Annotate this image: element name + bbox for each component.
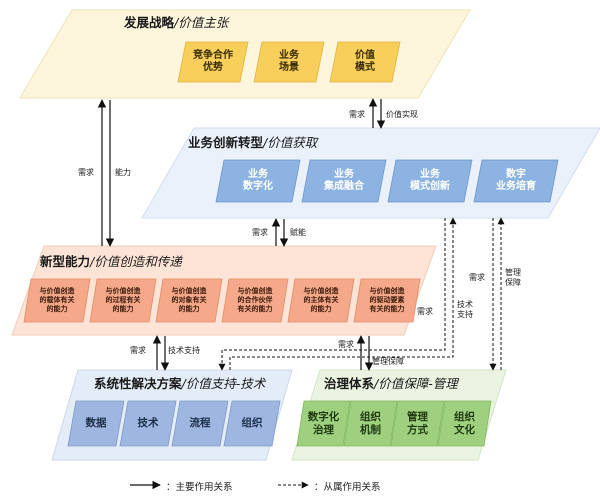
dashed-arrow-solution-tech-support: [229, 217, 457, 370]
label-mgmt-guarantee: 管理保障: [372, 357, 404, 366]
dashed-arrow-business-to-solution: [218, 218, 446, 371]
governance-box-org-mechanism[interactable]: [343, 400, 398, 447]
governance-box-digital-governance[interactable]: [296, 400, 351, 447]
label-demand-left: 需求: [78, 168, 94, 177]
business-box-model-innovation[interactable]: [387, 159, 473, 203]
solution-box-organization[interactable]: [223, 400, 281, 447]
label-demand-governance: 需求: [338, 340, 354, 349]
label-demand-solution: 需求: [130, 346, 146, 355]
solution-box-data[interactable]: [67, 400, 125, 447]
solution-layer-title: 系统性解决方案/价值支持-技术: [94, 376, 266, 391]
business-box-digitalization[interactable]: [215, 159, 301, 203]
capability-box-subject[interactable]: [287, 278, 355, 323]
governance-box-mgmt-style[interactable]: [390, 400, 445, 447]
capability-box-object[interactable]: [155, 278, 223, 323]
strategy-layer-title: 发展战略/价值主张: [124, 15, 229, 30]
label-mgmt-guarantee-split: 管理 保障: [505, 268, 521, 287]
business-box-digital-cultivation[interactable]: [473, 159, 559, 203]
label-demand-top: 需求: [349, 110, 365, 119]
capability-box-carrier[interactable]: [23, 278, 91, 323]
business-box-integration[interactable]: [301, 159, 387, 203]
governance-box-org-culture[interactable]: [437, 400, 492, 447]
capability-box-partner[interactable]: [221, 278, 289, 323]
solution-box-process[interactable]: [171, 400, 229, 447]
capability-box-driver[interactable]: [353, 278, 421, 323]
label-tech-support: 技术支持: [168, 346, 200, 355]
strategy-box-model[interactable]: [329, 41, 401, 83]
legend-main-text: ：主要作用关系: [166, 482, 233, 493]
label-value-realization: 价值实现: [386, 110, 418, 119]
label-capability-left: 能力: [115, 168, 131, 177]
governance-layer-title: 治理体系/价值保障-管理: [324, 376, 458, 391]
legend-subordinate-text: ：从属作用关系: [314, 482, 381, 493]
strategy-box-scenario[interactable]: [253, 41, 325, 83]
label-demand-dashed-left: 需求: [417, 307, 433, 316]
label-tech-support-split: 技术 支持: [457, 300, 473, 319]
business-layer-title: 业务创新转型/价值获取: [188, 135, 318, 150]
capability-layer-title: 新型能力/价值创造和传递: [40, 254, 182, 269]
label-demand-mid: 需求: [252, 228, 268, 237]
capability-box-process[interactable]: [89, 278, 157, 323]
label-demand-dashed-right: 需求: [469, 273, 485, 282]
strategy-box-competition[interactable]: [177, 41, 249, 83]
label-enable: 赋能: [290, 228, 306, 237]
solution-box-technology[interactable]: [119, 400, 177, 447]
